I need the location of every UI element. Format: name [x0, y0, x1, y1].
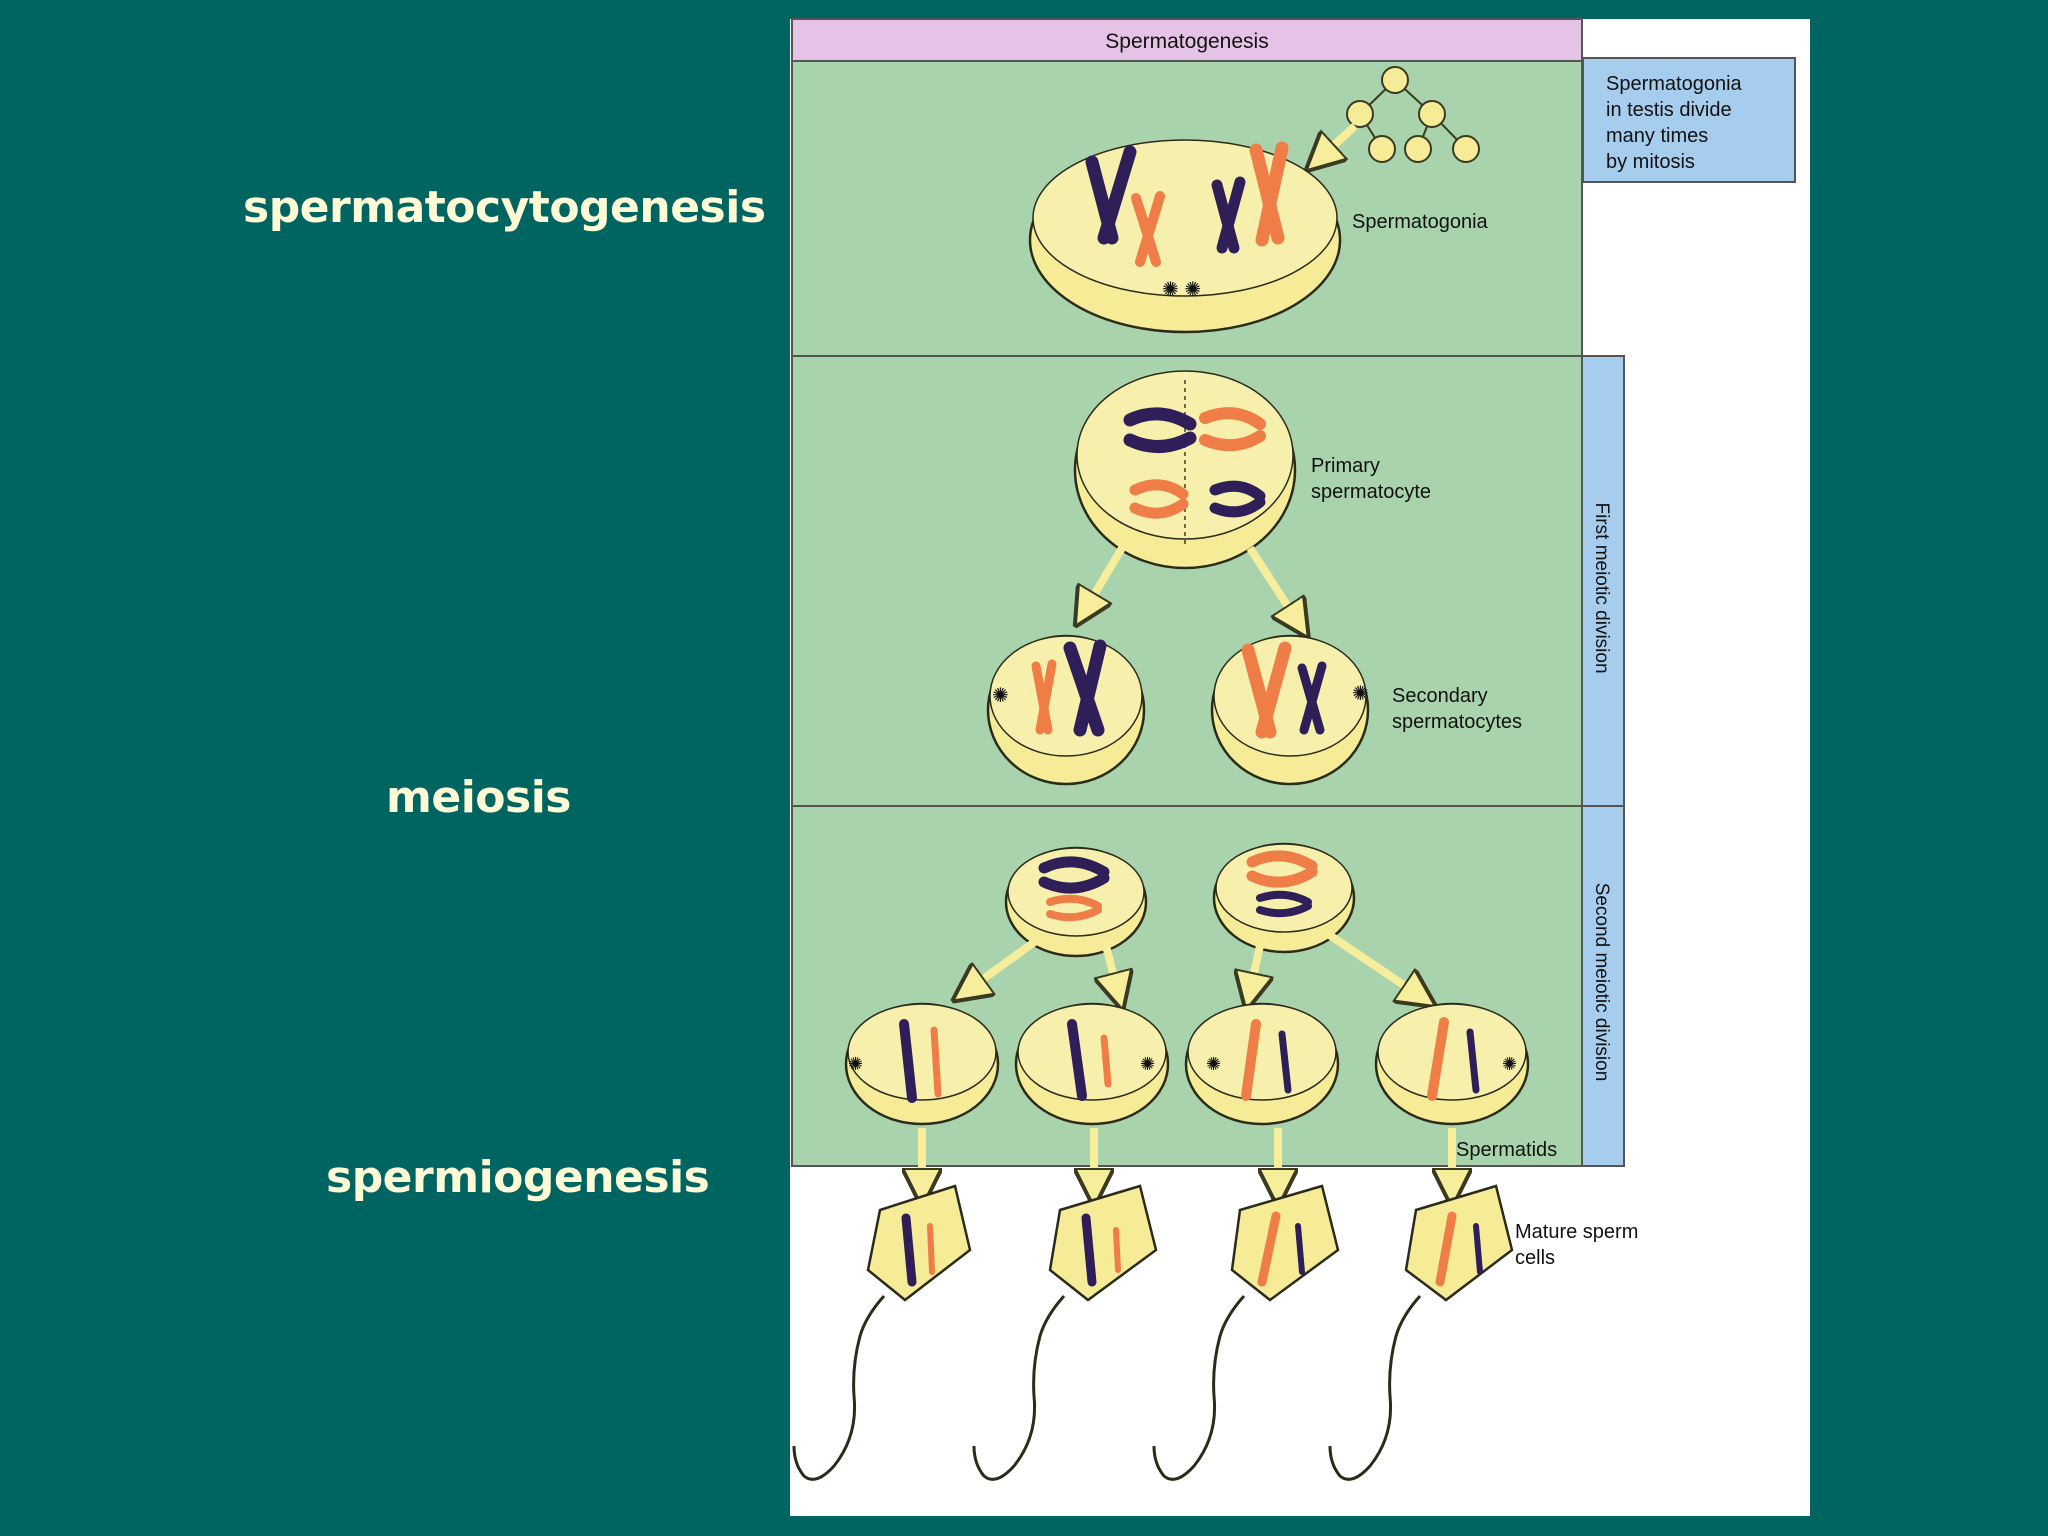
spermatogonium-cell: ✺ ✺: [1028, 139, 1342, 334]
band-second-meiotic-label: Second meiotic division: [1591, 883, 1612, 1082]
label-primary-2: spermatocyte: [1311, 481, 1431, 503]
sperm-3: [1152, 1184, 1340, 1481]
primary-spermatocyte-cell: [1073, 370, 1297, 570]
header-title: Spermatogenesis: [1105, 30, 1268, 53]
spermatogonia-tree: [1346, 66, 1480, 163]
svg-text:✺: ✺: [1352, 683, 1369, 705]
sperm-4: [1328, 1184, 1514, 1481]
label-spermatogonia: Spermatogonia: [1352, 211, 1489, 233]
mitosis-note-box: [1582, 57, 1796, 183]
second-division-cell-right: [1212, 842, 1356, 954]
label-spermatocytogenesis: spermatocytogenesis: [243, 182, 766, 233]
svg-text:✺ ✺: ✺ ✺: [1162, 279, 1201, 301]
label-meiosis: meiosis: [386, 772, 571, 823]
label-secondary-2: spermatocytes: [1392, 711, 1522, 733]
secondary-spermatocyte-right: ✺: [1210, 634, 1370, 786]
header-bar: [791, 18, 1583, 62]
svg-text:✺: ✺: [1502, 1054, 1517, 1074]
sperm-2: [972, 1184, 1158, 1481]
note-line-4: by mitosis: [1606, 151, 1695, 173]
spermatid-2: ✺: [1014, 1002, 1170, 1126]
sperm-1: [792, 1184, 972, 1481]
note-line-1: Spermatogonia: [1606, 73, 1743, 95]
svg-text:✺: ✺: [992, 685, 1009, 707]
label-spermatids: Spermatids: [1456, 1139, 1557, 1161]
spermatid-4: ✺: [1374, 1002, 1530, 1126]
secondary-spermatocyte-left: ✺: [986, 634, 1146, 786]
band-second-meiotic: [1581, 805, 1625, 1167]
svg-text:✺: ✺: [1140, 1054, 1155, 1074]
tree-arrow: [1320, 123, 1358, 158]
label-mature-2: cells: [1515, 1247, 1555, 1269]
label-spermiogenesis: spermiogenesis: [326, 1152, 710, 1203]
band-first-meiotic-label: First meiotic division: [1591, 502, 1612, 673]
svg-text:✺: ✺: [1206, 1054, 1221, 1074]
spermatid-3: ✺: [1184, 1002, 1340, 1126]
spermatid-1: ✺: [844, 1002, 1000, 1126]
label-secondary-1: Secondary: [1392, 685, 1488, 707]
svg-text:✺: ✺: [848, 1054, 863, 1074]
second-division-cell-left: [1004, 846, 1148, 958]
note-line-2: in testis divide: [1606, 99, 1732, 121]
label-mature-1: Mature sperm: [1515, 1221, 1638, 1243]
note-line-3: many times: [1606, 125, 1708, 147]
label-primary-1: Primary: [1311, 455, 1380, 477]
